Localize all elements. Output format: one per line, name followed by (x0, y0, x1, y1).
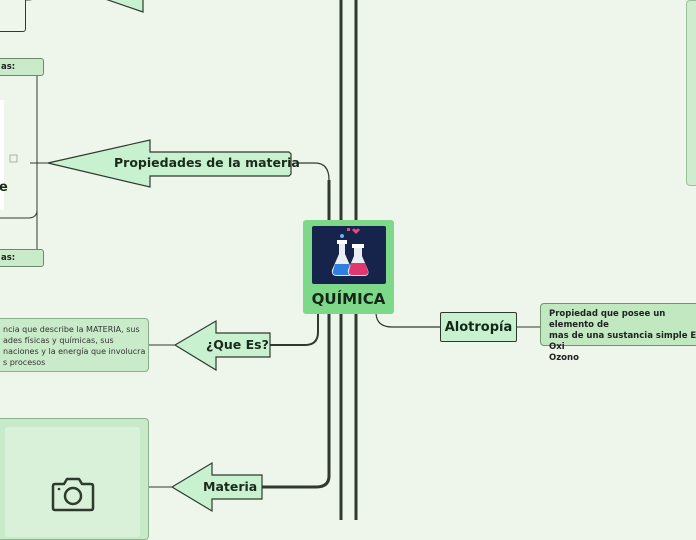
alotropia-label: Alotropía (444, 319, 513, 335)
camera-icon (51, 477, 95, 512)
side-glyph: e (0, 180, 8, 195)
materia-label: Materia (203, 479, 258, 494)
central-title: QUÍMICA (311, 290, 386, 308)
alotropia-note[interactable]: Propiedad que posee un elemento de mas d… (540, 303, 696, 363)
bracket-line (22, 65, 38, 258)
propiedades-arrow-shape[interactable] (47, 139, 292, 188)
que-es-label: ¿Que Es? (206, 337, 269, 352)
propiedades-sub-card[interactable] (0, 100, 4, 210)
note-line: ades físicas y químicas, sus (3, 336, 114, 345)
attachment-icon (9, 154, 18, 163)
alotropia-node[interactable]: Alotropía (440, 312, 517, 342)
image-placeholder (5, 427, 140, 537)
chemistry-flasks-icon (331, 228, 369, 276)
top-arrow-shape[interactable] (106, 0, 144, 13)
connector-layer (0, 0, 540, 520)
que-es-connector (270, 312, 319, 346)
side-pill-top-label: as: (1, 62, 16, 72)
propiedades-connector (296, 162, 330, 181)
note-line: ncia que describe la MATERIA, sus (3, 325, 140, 334)
trunk-connector (262, 180, 331, 489)
right-partial-card[interactable] (686, 0, 696, 186)
central-node[interactable]: QUÍMICA (303, 220, 394, 314)
side-pill-bottom[interactable]: as: (0, 249, 44, 267)
que-es-note[interactable]: ncia que describe la MATERIA, sus ades f… (0, 318, 149, 372)
central-image (312, 226, 386, 284)
propiedades-label: Propiedades de la materia (114, 155, 300, 170)
note-line: naciones y la energía que involucra (3, 347, 146, 356)
note-line: s procesos (3, 358, 46, 367)
materia-image-card[interactable] (0, 418, 149, 540)
side-pill-bottom-label: as: (1, 253, 16, 263)
materia-arrow-shape[interactable] (170, 461, 263, 513)
alotropia-connector (375, 311, 440, 328)
top-node-partial[interactable] (0, 0, 26, 32)
note-line: Ozono (549, 353, 579, 363)
note-line: Propiedad que posee un elemento de (549, 309, 666, 330)
que-es-arrow-shape[interactable] (173, 319, 271, 372)
side-pill-top[interactable]: as: (0, 58, 44, 76)
bracket-line (0, 209, 38, 219)
note-line: mas de una sustancia simple Ej.: Oxi (549, 331, 696, 352)
